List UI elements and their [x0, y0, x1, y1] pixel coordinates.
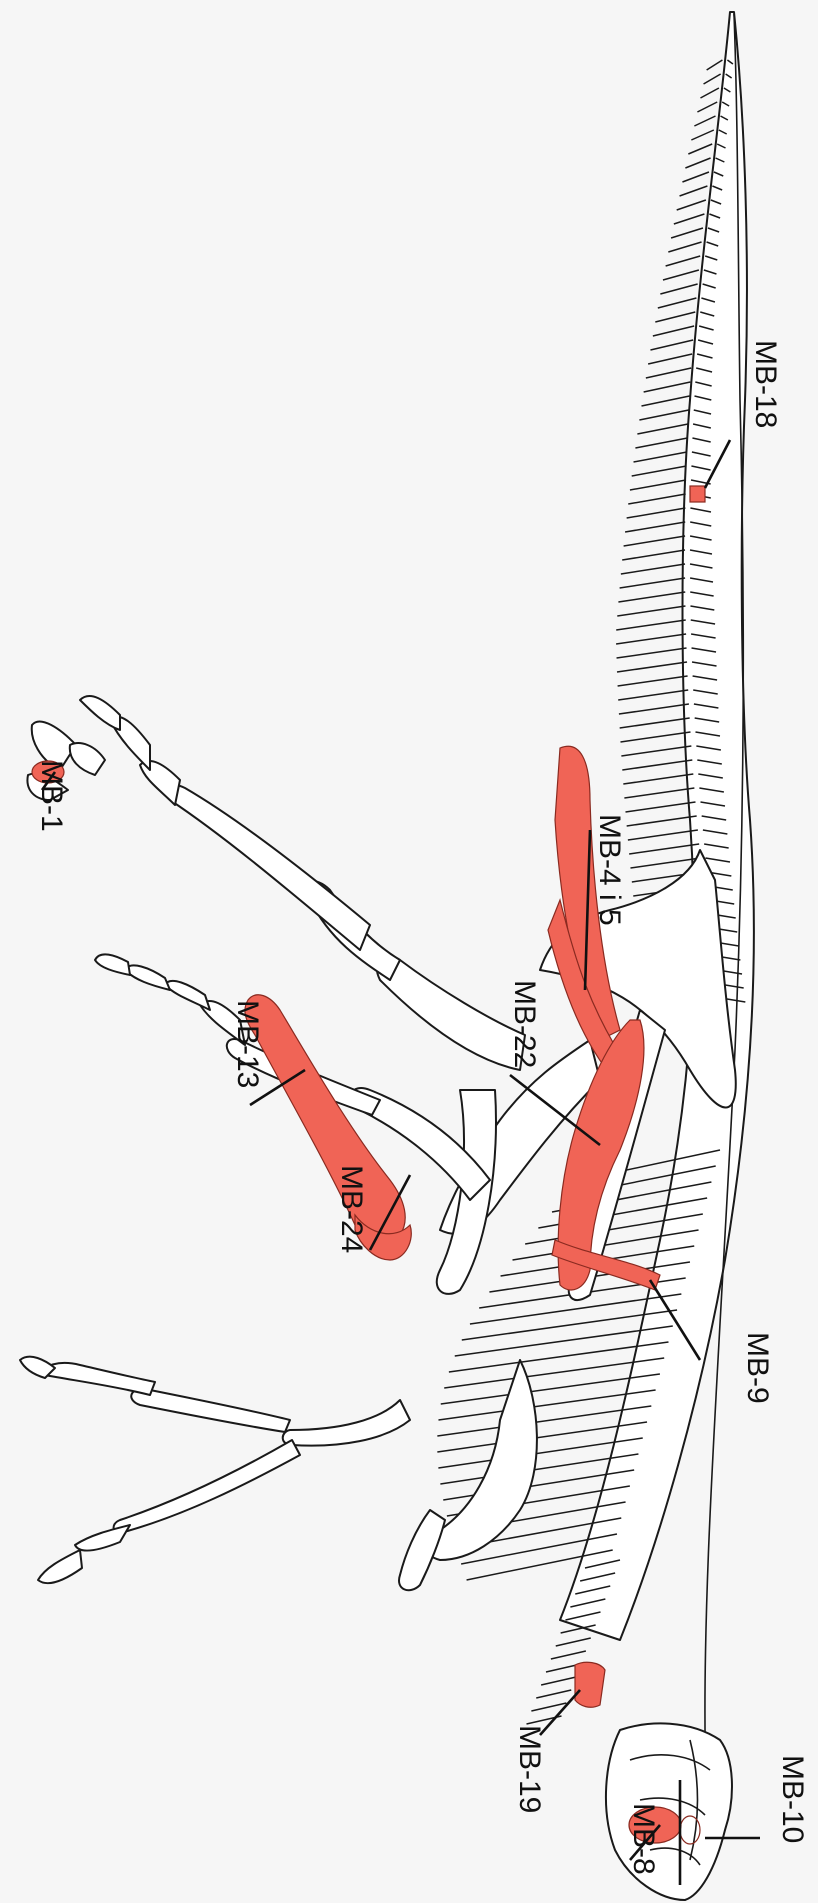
leader-lines	[42, 440, 760, 1885]
chevron-bone	[694, 116, 715, 126]
scapula	[427, 1360, 537, 1560]
label-mb4-5: MB-4 i 5	[593, 814, 626, 926]
chevron-bone	[627, 508, 686, 518]
chevron-bone	[618, 592, 685, 602]
chevron-bone	[697, 102, 717, 112]
chevron-bone	[628, 494, 685, 504]
chevron-bone	[627, 816, 697, 826]
chevron-bone	[635, 438, 687, 448]
humerus	[283, 1400, 410, 1446]
metatarsal-upper	[166, 785, 370, 950]
chevron-bone	[622, 550, 685, 560]
cervical-rib	[551, 1651, 586, 1659]
chevron-bone	[622, 760, 692, 770]
chevron-bone	[618, 690, 688, 700]
chevron-bone	[663, 270, 699, 280]
chevron-bone	[707, 60, 723, 70]
chevron-bone	[620, 578, 685, 588]
label-mb24: MB-24	[335, 1165, 368, 1253]
chevron-bone	[680, 186, 708, 196]
cervical-rib	[556, 1638, 591, 1646]
label-mb18: MB-18	[749, 340, 782, 428]
tibia-upper	[377, 956, 525, 1070]
chevron-bone	[630, 480, 686, 490]
chevron-bone	[624, 536, 685, 546]
chevron-bone	[644, 382, 691, 392]
chevron-bone	[625, 802, 695, 812]
chevron-bone	[634, 452, 687, 462]
mb18-bone	[690, 486, 705, 502]
chevron-bone	[617, 662, 687, 672]
hand-lower	[38, 1550, 82, 1583]
chevron-bone	[704, 74, 721, 84]
label-mb8: MB-8	[627, 1803, 660, 1875]
forearm-upper	[131, 1389, 290, 1432]
chevron-bone	[685, 158, 710, 168]
chevron-bone	[632, 466, 687, 476]
chevron-bone	[691, 130, 713, 140]
chevron-bone	[674, 214, 705, 224]
chevron-bone	[650, 340, 693, 350]
chevron-bone	[668, 242, 701, 252]
label-mb19: MB-19	[513, 1725, 546, 1813]
radius	[114, 1440, 300, 1533]
chevron-bone	[688, 144, 712, 154]
cervical-rib	[536, 1690, 571, 1698]
chevron-bone	[620, 732, 690, 742]
chevron-bone	[648, 354, 692, 364]
chevron-bone	[677, 200, 706, 210]
chevron-bone	[619, 704, 689, 714]
chevron-bone	[621, 564, 685, 574]
chevron-bone	[700, 88, 718, 98]
chevron-bone	[617, 648, 687, 658]
label-mb9: MB-9	[741, 1332, 774, 1404]
chevron-bone	[618, 676, 688, 686]
chevron-bone	[646, 368, 691, 378]
label-mb13: MB-13	[231, 1000, 264, 1088]
chevron-bone	[629, 844, 699, 854]
cervical-rib	[541, 1677, 576, 1685]
chevron-bone	[666, 256, 701, 266]
chevron-bone	[660, 284, 697, 294]
chevron-bone	[624, 788, 694, 798]
chevron-bone	[682, 172, 709, 182]
chevron-bone	[625, 522, 685, 532]
chevron-bone	[616, 620, 686, 630]
chevron-bone	[617, 606, 685, 616]
chevron-bone	[658, 298, 697, 308]
chevron-bone	[655, 312, 695, 322]
label-mb1: MB-1	[35, 760, 68, 832]
chevron-bone	[641, 396, 689, 406]
chevron-bone	[637, 424, 688, 434]
chevron-bone	[623, 774, 693, 784]
chevron-bone	[639, 410, 688, 420]
chevron-bone	[620, 718, 690, 728]
forelimbs	[20, 1357, 537, 1591]
chevron-bone	[616, 634, 686, 644]
chevron-bone	[628, 830, 698, 840]
chevron-bone	[653, 326, 694, 336]
label-mb10: MB-10	[776, 1755, 809, 1843]
chevron-bone	[621, 746, 691, 756]
mb19-bone	[575, 1662, 605, 1707]
chevron-bone	[671, 228, 703, 238]
label-mb22: MB-22	[508, 980, 541, 1068]
